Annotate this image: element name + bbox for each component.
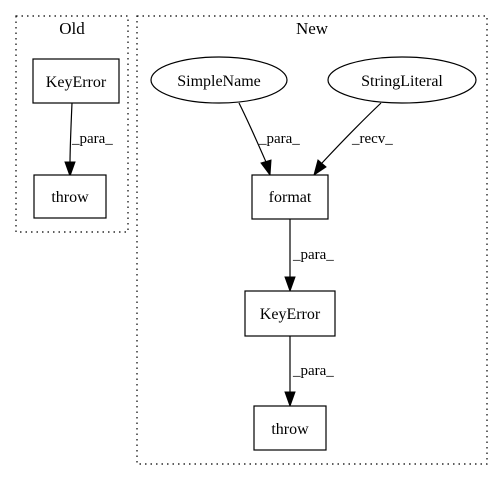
edge-line (69, 102, 73, 165)
node-old-keyerror: KeyError (32, 58, 120, 104)
arrow-head (64, 161, 76, 178)
edge-line (238, 102, 267, 163)
cluster-old: Old (15, 15, 129, 233)
arrow-head (284, 276, 296, 293)
arrow-head (313, 159, 327, 177)
edge-label: _para_ (71, 131, 113, 147)
node-label: StringLiteral (361, 73, 443, 90)
node-box (33, 174, 107, 219)
node-ellipse (327, 56, 477, 104)
node-new-simplename: SimpleName (150, 56, 288, 104)
edge-old-keyerror-to-throw: _para_ (64, 102, 113, 178)
node-label: KeyError (260, 306, 321, 323)
arrow-head (284, 391, 296, 408)
edge-simplename-to-format: _para_ (238, 102, 300, 177)
node-label: throw (271, 421, 309, 438)
node-box (253, 405, 327, 451)
edge-line (321, 102, 382, 164)
cluster-new-title: New (296, 19, 329, 38)
edge-label: _para_ (292, 363, 334, 379)
edge-new-keyerror-to-throw: _para_ (284, 336, 334, 408)
arrow-head (260, 159, 272, 177)
node-label: KeyError (46, 74, 107, 91)
node-ellipse (150, 56, 288, 104)
node-new-throw: throw (253, 405, 327, 451)
node-label: throw (51, 189, 89, 206)
node-label: format (269, 189, 312, 206)
node-box (32, 58, 120, 104)
node-label: SimpleName (177, 73, 261, 90)
edge-label: _recv_ (351, 131, 393, 147)
edge-label: _para_ (292, 247, 334, 263)
edge-stringliteral-to-format: _recv_ (313, 102, 393, 177)
edge-format-to-keyerror: _para_ (284, 219, 334, 293)
cluster-old-title: Old (59, 19, 85, 38)
cluster-new: New (136, 15, 488, 465)
edge-label: _para_ (258, 131, 300, 147)
node-box (251, 174, 329, 220)
node-old-throw: throw (33, 174, 107, 219)
node-new-stringliteral: StringLiteral (327, 56, 477, 104)
node-new-keyerror: KeyError (244, 290, 336, 337)
cluster-old-border (15, 15, 129, 233)
node-new-format: format (251, 174, 329, 220)
node-box (244, 290, 336, 337)
